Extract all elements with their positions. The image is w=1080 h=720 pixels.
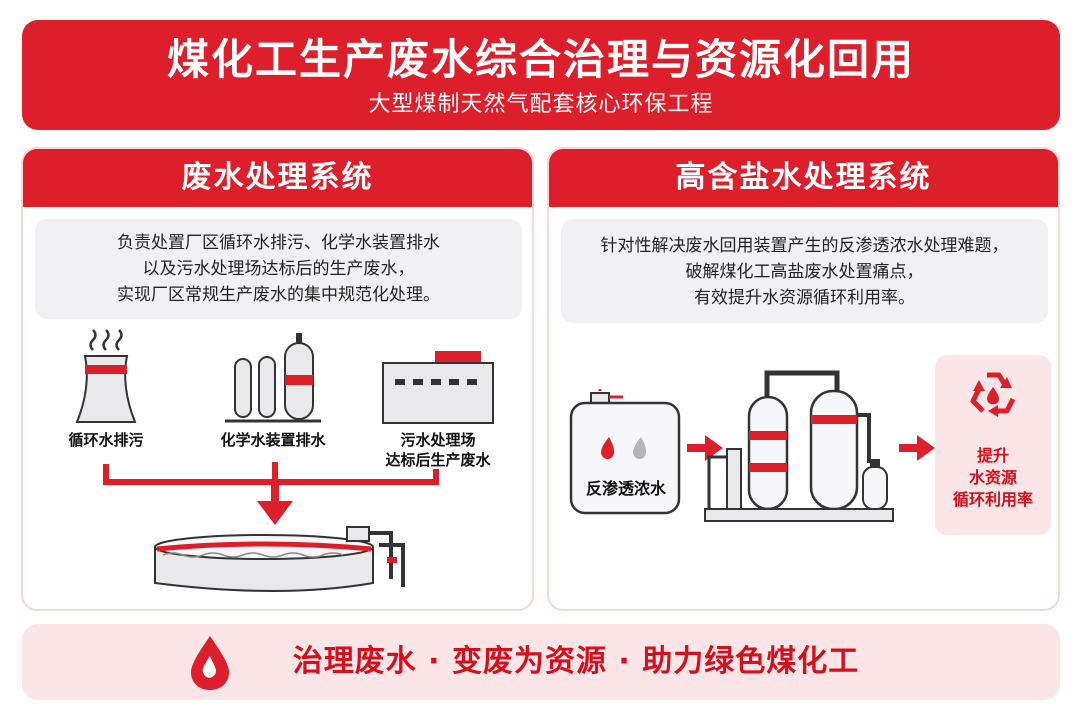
footer-slogan: 治理废水 · 变废为资源 · 助力绿色煤化工	[292, 644, 860, 679]
recycle-icon	[970, 372, 1016, 417]
clarifier-tank-icon	[154, 526, 405, 592]
collection-flow-arrows	[103, 462, 439, 525]
ro-concentrate-tank-icon	[569, 389, 681, 515]
water-drop-icon	[191, 636, 229, 690]
page-subtitle: 大型煤制天然气配套核心环保工程	[368, 92, 714, 117]
flow-arrow-1	[687, 435, 723, 461]
wastewater-desc-line-1: 负责处置厂区循环水排污、化学水装置排水	[117, 233, 440, 253]
ro-concentrate-label: 反渗透浓水	[585, 479, 666, 498]
chemical-water-equipment-icon	[225, 333, 321, 423]
footer-banner: 治理废水 · 变废为资源 · 助力绿色煤化工	[22, 624, 1060, 700]
sewage-line-1: 污水处理场	[400, 431, 476, 449]
wastewater-desc-line-2: 以及污水处理场达标后的生产废水，	[142, 259, 415, 279]
cooling-tower-icon	[75, 329, 137, 423]
chemical-water-label: 化学水装置排水	[220, 431, 326, 449]
result-line-1: 提升	[976, 446, 1009, 465]
high-salinity-desc-line-1: 针对性解决废水回用装置产生的反渗透浓水处理难题，	[600, 236, 1009, 256]
sewage-plant-icon	[382, 351, 494, 424]
high-salinity-panel-title: 高含盐水处理系统	[549, 149, 1058, 207]
high-salinity-desc-line-2: 破解煤化工高盐废水处置痛点，	[685, 262, 924, 282]
cooling-water-label: 循环水排污	[68, 431, 144, 449]
high-salinity-description: 针对性解决废水回用装置产生的反渗透浓水处理难题， 破解煤化工高盐废水处置痛点， …	[561, 219, 1048, 323]
high-salinity-desc-line-3: 有效提升水资源循环利用率。	[694, 288, 915, 308]
result-line-2: 水资源	[968, 468, 1017, 487]
high-salinity-panel: 高含盐水处理系统 针对性解决废水回用装置产生的反渗透浓水处理难题， 破解煤化工高…	[547, 147, 1060, 611]
wastewater-panel-title: 废水处理系统	[23, 149, 532, 207]
page-title: 煤化工生产废水综合治理与资源化回用	[166, 35, 915, 84]
flow-arrow-2	[899, 435, 935, 461]
result-card-bg	[935, 355, 1051, 535]
salt-treatment-skid-icon	[704, 370, 894, 522]
header-banner: 煤化工生产废水综合治理与资源化回用 大型煤制天然气配套核心环保工程	[22, 20, 1060, 130]
wastewater-desc-line-3: 实现厂区常规生产废水的集中规范化处理。	[117, 285, 440, 305]
wastewater-description: 负责处置厂区循环水排污、化学水装置排水 以及污水处理场达标后的生产废水， 实现厂…	[35, 219, 522, 319]
wastewater-treatment-panel: 废水处理系统 负责处置厂区循环水排污、化学水装置排水 以及污水处理场达标后的生产…	[21, 147, 534, 611]
sewage-line-2: 达标后生产废水	[385, 451, 491, 469]
result-line-3: 循环利用率	[952, 490, 1033, 509]
